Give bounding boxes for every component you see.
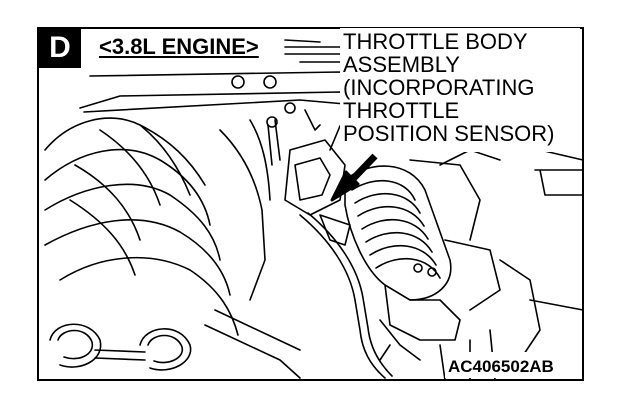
sensor-harness: [299, 214, 386, 379]
callout-leader: [329, 125, 341, 151]
callout-line: POSITION SENSOR): [343, 121, 555, 146]
component-callout: THROTTLE BODY ASSEMBLY (INCORPORATING TH…: [343, 30, 554, 145]
figure-border: [37, 27, 584, 381]
throttle-body: [284, 139, 346, 216]
callout-line: ASSEMBLY: [343, 52, 460, 77]
upper-bracket-line-2: [83, 99, 346, 113]
manifold-gasket: [49, 323, 102, 368]
air-intake-duct: [344, 165, 452, 301]
engine-variant-label: <3.8L ENGINE>: [99, 34, 259, 59]
figure-code: AC406502AB: [448, 357, 554, 376]
callout-line: (INCORPORATING: [343, 75, 535, 100]
callout-line: THROTTLE BODY: [343, 29, 528, 54]
figure-badge: D: [39, 28, 81, 68]
callout-line: THROTTLE: [343, 98, 460, 123]
